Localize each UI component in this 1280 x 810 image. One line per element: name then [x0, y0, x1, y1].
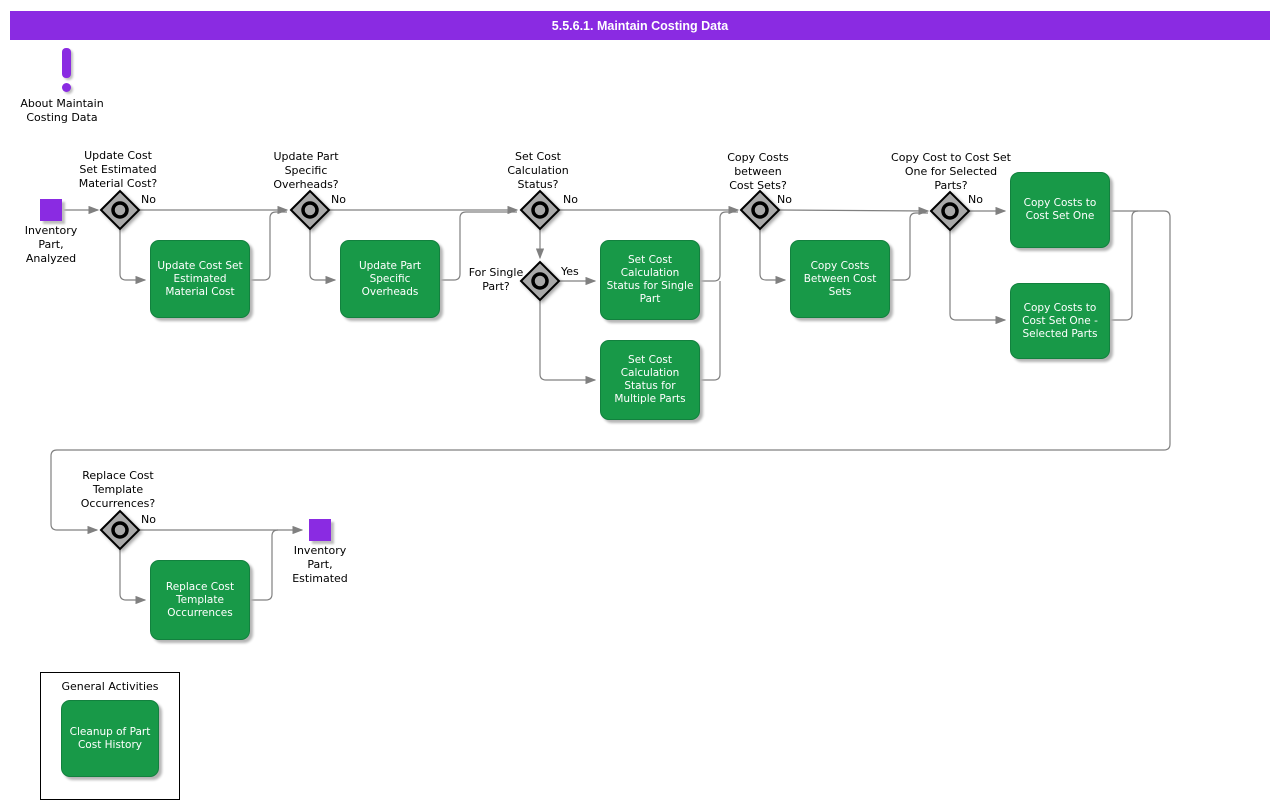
decision-copy-costs-between-question: Copy Costs between Cost Sets? — [727, 151, 789, 192]
decision-replace-template-diamond — [99, 509, 141, 551]
branch-label-no-5: No — [777, 193, 792, 206]
connector-d5-down — [759, 229, 787, 285]
activity-copy-costs-to-cost-set-one[interactable]: Copy Costs to Cost Set One — [1010, 172, 1110, 248]
decision-update-part-overheads-diamond — [289, 189, 331, 231]
connector-b2-merge — [440, 211, 517, 281]
activity-cleanup-of-part-cost-history[interactable]: Cleanup of Part Cost History — [61, 700, 159, 777]
start-node-label: Inventory Part, Analyzed — [24, 224, 78, 265]
connector-d1-down — [119, 229, 147, 285]
branch-label-no-2: No — [331, 193, 346, 206]
decision-update-cost-set-diamond — [99, 189, 141, 231]
activity-set-cost-calc-status-multiple-parts[interactable]: Set Cost Calculation Status for Multiple… — [600, 340, 700, 420]
branch-label-no-6: No — [968, 193, 983, 206]
decision-for-single-part-diamond — [519, 260, 561, 302]
connector-b5-merge — [890, 212, 928, 281]
diagram-title-bar: 5.5.6.1. Maintain Costing Data — [10, 11, 1270, 40]
connector-b7-merge — [1110, 210, 1139, 321]
about-link-label[interactable]: About Maintain Costing Data — [20, 97, 104, 124]
activity-update-cost-set-estimated-material-cost[interactable]: Update Cost Set Estimated Material Cost — [150, 240, 250, 318]
activity-replace-cost-template-occurrences[interactable]: Replace Cost Template Occurrences — [150, 560, 250, 640]
branch-label-yes-4: Yes — [561, 265, 579, 278]
activity-set-cost-calc-status-single-part[interactable]: Set Cost Calculation Status for Single P… — [600, 240, 700, 320]
decision-copy-cost-set-one-diamond — [929, 190, 971, 232]
connector-b8-merge — [250, 529, 279, 601]
connector-b4-merge — [700, 281, 721, 381]
branch-label-no-1: No — [141, 193, 156, 206]
decision-set-cost-status-diamond — [519, 189, 561, 231]
connector-d4-down — [539, 300, 597, 385]
about-exclamation-dot-icon[interactable] — [62, 83, 71, 92]
decision-copy-costs-between-diamond — [739, 189, 781, 231]
activity-copy-costs-to-cost-set-one-selected[interactable]: Copy Costs to Cost Set One - Selected Pa… — [1010, 283, 1110, 359]
branch-label-no-3: No — [563, 193, 578, 206]
decision-update-part-overheads-question: Update Part Specific Overheads? — [273, 150, 339, 191]
about-exclamation-icon[interactable] — [62, 48, 71, 78]
connector-loop-d7 — [50, 210, 1171, 535]
connector-d5-d6 — [778, 206, 930, 216]
page-title: 5.5.6.1. Maintain Costing Data — [551, 18, 729, 33]
branch-label-no-7: No — [141, 513, 156, 526]
connector-b1-merge — [250, 211, 287, 281]
general-activities-title: General Activities — [61, 680, 159, 693]
activity-update-part-specific-overheads[interactable]: Update Part Specific Overheads — [340, 240, 440, 318]
general-activities-group — [40, 672, 180, 800]
connector-d6-down — [949, 230, 1007, 325]
connector-d7-down — [119, 549, 147, 605]
end-node-inventory-part-estimated — [309, 519, 331, 541]
end-node-label: Inventory Part, Estimated — [292, 544, 348, 585]
activity-copy-costs-between-cost-sets[interactable]: Copy Costs Between Cost Sets — [790, 240, 890, 318]
connector-b3-merge — [700, 211, 738, 282]
start-node-inventory-part-analyzed — [40, 199, 62, 221]
decision-set-cost-status-question: Set Cost Calculation Status? — [507, 150, 569, 191]
decision-update-cost-set-question: Update Cost Set Estimated Material Cost? — [78, 149, 158, 190]
decision-replace-template-question: Replace Cost Template Occurrences? — [80, 469, 156, 510]
decision-for-single-part-question: For Single Part? — [468, 266, 524, 293]
decision-copy-cost-set-one-question: Copy Cost to Cost Set One for Selected P… — [891, 151, 1011, 192]
connector-d2-down — [309, 229, 337, 285]
